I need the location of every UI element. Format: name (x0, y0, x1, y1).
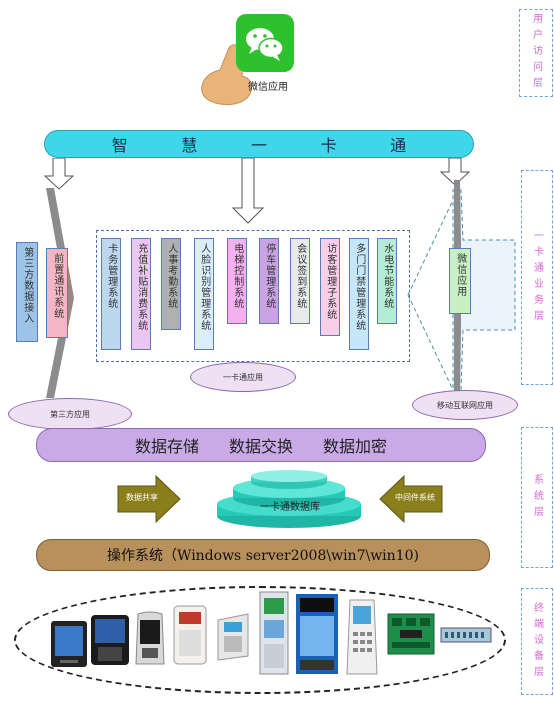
handheld-terminal-icon (346, 599, 378, 675)
module-recharge: 充值补贴消费系统 (131, 238, 151, 350)
banner-char: 一 (250, 136, 267, 155)
os-label: 操作系统（Windows server2008\win7\win10) (107, 548, 419, 564)
module-third-party-data: 第三方数据接入 (16, 242, 38, 342)
banner-char: 通 (390, 136, 407, 155)
left-bracket-arrow (46, 188, 74, 398)
module-elevator: 电梯控制系统 (227, 238, 247, 324)
face-terminal-icon (51, 621, 87, 667)
mobile-oval: 移动互联网应用 (412, 390, 518, 420)
banner-char: 卡 (320, 136, 337, 155)
layer-label-business: 一卡通业务层 (521, 170, 553, 385)
consumption-terminal-icon (173, 605, 207, 665)
data-storage: 数据存储 (134, 437, 199, 456)
attendance-terminal-icon (91, 615, 129, 665)
module-energy: 水电节能系统 (377, 238, 397, 324)
wechat-icon (246, 28, 284, 61)
device-oval (14, 586, 506, 694)
banner-char: 慧 (181, 136, 198, 155)
layer-label-user: 用户访问层 (519, 9, 553, 97)
module-card-service: 卡务管理系统 (101, 238, 121, 350)
wechat-logo (236, 14, 294, 72)
face-reader-icon (135, 611, 165, 665)
database-icon (217, 470, 361, 528)
wechat-app-label: 微信应用 (248, 82, 288, 93)
data-encryption: 数据加密 (323, 437, 388, 456)
down-arrow-left (44, 158, 74, 190)
banner-bar: 智 慧 一 卡 通 (44, 130, 474, 158)
card-reader-icon (217, 613, 249, 661)
module-attendance: 人事考勤系统 (161, 238, 181, 330)
os-bar: 操作系统（Windows server2008\win7\win10) (36, 539, 490, 571)
data-share-arrow (117, 474, 181, 524)
third-party-oval: 第三方应用 (8, 398, 132, 430)
layer-label-device: 终端设备层 (521, 588, 553, 695)
module-front-comm: 前置通讯系统 (46, 248, 68, 338)
controller-board-icon (387, 613, 435, 655)
down-arrow-right (440, 158, 470, 186)
database-label: 一卡通数据库 (260, 502, 320, 513)
data-bar: 数据存储 数据交换 数据加密 (36, 428, 486, 462)
kiosk-icon (259, 591, 289, 675)
down-arrow-center (232, 158, 264, 224)
parking-gate-icon (296, 594, 338, 674)
module-access-control: 多门门禁管理系统 (349, 238, 369, 350)
data-exchange: 数据交换 (228, 437, 293, 456)
module-visitor: 访客管理子系统 (320, 238, 340, 336)
card-apps-oval: 一卡通应用 (190, 362, 296, 392)
layer-label-system: 系统层 (521, 427, 553, 568)
banner-char: 智 (111, 136, 128, 155)
module-parking: 停车管理系统 (259, 238, 279, 324)
middleware-arrow (379, 474, 443, 524)
controller-strip-icon (440, 627, 492, 643)
module-face-recognition: 人脸识别管理系统 (194, 238, 214, 350)
module-meeting: 会议签到系统 (290, 238, 310, 324)
middleware-label: 中间件系统 (395, 493, 435, 502)
module-wechat-app: 微信应用 (449, 248, 471, 314)
data-share-label: 数据共享 (126, 493, 158, 502)
